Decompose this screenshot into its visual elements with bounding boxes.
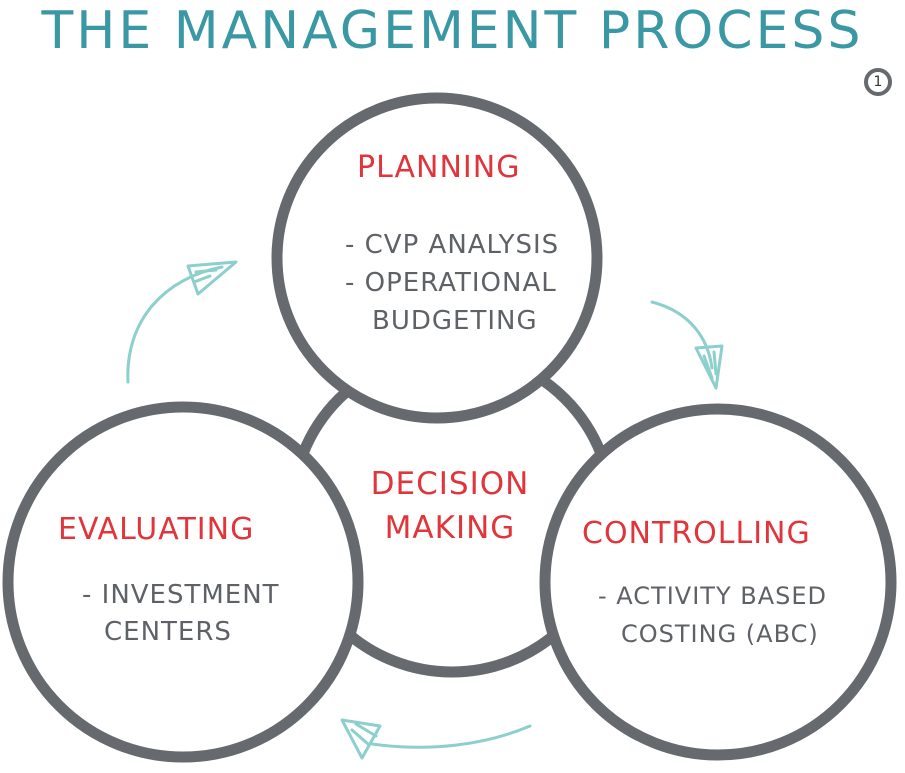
- planning-heading: PLANNING: [357, 150, 521, 185]
- page-number-badge: 1: [864, 68, 892, 96]
- arrow-controlling-to-evaluating: [340, 718, 532, 760]
- arrow-evaluating-to-planning: [126, 260, 238, 384]
- decision-label-line2: MAKING: [384, 510, 516, 546]
- controlling-heading: CONTROLLING: [582, 516, 811, 551]
- evaluating-item-centers: CENTERS: [104, 617, 232, 647]
- page-title: THE MANAGEMENT PROCESS: [41, 1, 864, 61]
- evaluating-item-investment: - INVESTMENT: [82, 580, 280, 610]
- planning-item-cvp: - CVP ANALYSIS: [345, 230, 560, 260]
- planning-item-budgeting: BUDGETING: [372, 306, 538, 336]
- decision-label-line1: DECISION: [370, 466, 530, 502]
- decision-making-label: DECISION MAKING: [352, 462, 548, 550]
- planning-circle: [271, 92, 603, 424]
- controlling-item-activity: - ACTIVITY BASED: [598, 582, 827, 610]
- controlling-item-costing: COSTING (ABC): [621, 620, 819, 648]
- planning-item-operational: - OPERATIONAL: [345, 268, 557, 298]
- arrow-planning-to-controlling: [650, 300, 724, 390]
- evaluating-circle: [2, 401, 364, 763]
- controlling-circle: [539, 403, 897, 761]
- evaluating-heading: EVALUATING: [58, 512, 255, 547]
